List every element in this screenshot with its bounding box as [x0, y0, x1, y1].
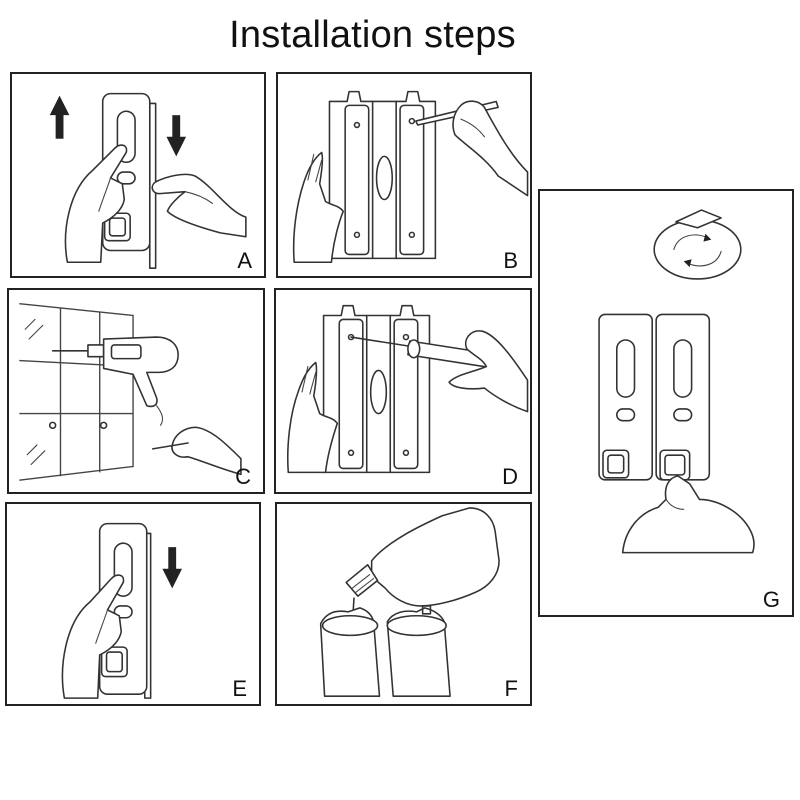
step-c-panel: C	[7, 288, 265, 494]
hand-icon	[621, 475, 755, 554]
arrow-down-icon	[166, 115, 187, 157]
step-label: E	[232, 676, 247, 701]
hand-icon	[151, 173, 247, 238]
hand-icon	[64, 144, 128, 264]
back-plate-icon	[328, 90, 437, 260]
step-label: A	[237, 248, 252, 273]
dispenser-icon	[655, 313, 711, 481]
step-a-illustration	[49, 92, 247, 269]
step-f-illustration	[319, 507, 500, 697]
hand-icon	[151, 426, 242, 476]
step-label: F	[504, 676, 518, 701]
hand-icon	[61, 574, 125, 699]
step-label: C	[235, 464, 251, 489]
dispenser-icon	[598, 313, 654, 481]
step-e-panel: E	[5, 502, 261, 706]
step-label: G	[762, 587, 780, 612]
step-a-panel: A	[10, 72, 266, 278]
lid-icon	[653, 209, 742, 280]
tile-wall-icon	[19, 303, 134, 481]
arrow-up-icon	[49, 95, 70, 139]
arrow-down-icon	[162, 547, 183, 589]
step-b-panel: B	[276, 72, 532, 278]
step-g-illustration	[598, 209, 755, 554]
step-d-panel: D	[274, 288, 532, 494]
drill-icon	[51, 336, 179, 426]
dispenser-tank-icon	[319, 605, 451, 697]
step-d-illustration	[287, 304, 529, 474]
hand-icon	[292, 151, 344, 264]
step-e-illustration	[61, 522, 183, 699]
hand-icon	[452, 100, 529, 197]
step-label: B	[503, 248, 518, 273]
step-g-panel: G	[538, 189, 794, 617]
back-plate-icon	[322, 304, 431, 474]
step-label: D	[502, 464, 518, 489]
step-b-illustration	[292, 90, 529, 264]
page-title: Installation steps	[229, 14, 516, 56]
hand-icon	[287, 361, 339, 474]
step-f-panel: F	[275, 502, 532, 706]
step-c-illustration	[19, 303, 242, 481]
hand-icon	[448, 330, 529, 413]
bottle-icon	[345, 507, 500, 631]
